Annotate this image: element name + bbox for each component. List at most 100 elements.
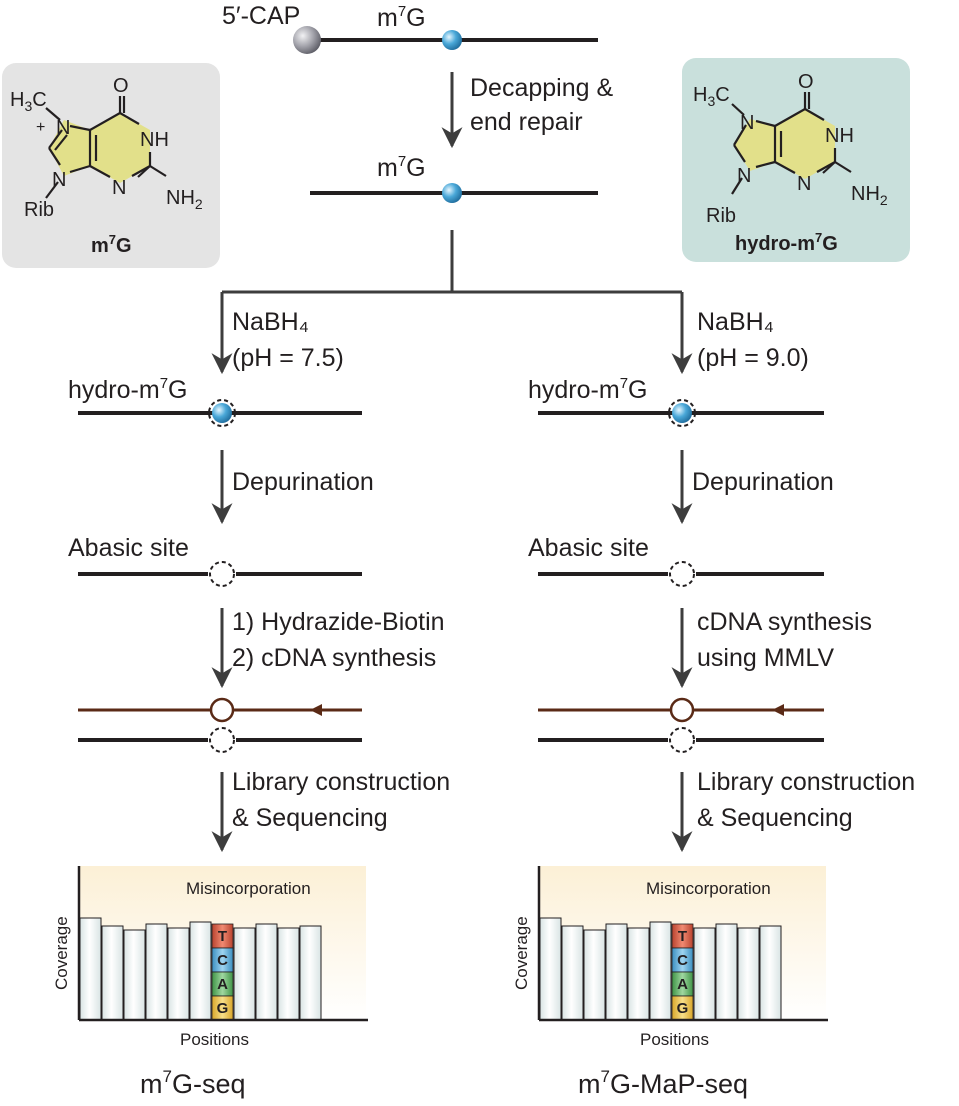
right-abasic-label: Abasic site xyxy=(528,534,649,562)
coverage-bar xyxy=(79,917,102,1021)
right-hydro-bead xyxy=(672,403,692,423)
left-reagent: NaBH₄ xyxy=(232,308,309,336)
hydro-pyrimidine-fill xyxy=(775,109,835,179)
m7g-n7: N xyxy=(56,117,70,139)
nucleotide-letter: T xyxy=(678,928,687,945)
hydro-m7g-structure-panel: O NH N NH2 N N H3C Rib hydro-m7G xyxy=(682,58,910,262)
right-x-label: Positions xyxy=(640,1030,709,1049)
right-template-abasic xyxy=(669,727,695,753)
m7g-bead-top xyxy=(442,30,462,50)
coverage-bar xyxy=(145,923,168,1021)
right-hydro-ring xyxy=(668,399,696,427)
m7g-structure-name: m7G xyxy=(91,232,132,257)
capped-rna: 5′-CAP m7G xyxy=(222,2,598,54)
left-method-name: m7G-seq xyxy=(140,1067,246,1099)
m7g-ribose: Rib xyxy=(24,199,54,221)
coverage-bar xyxy=(759,925,782,1021)
m7g-label-mid: m7G xyxy=(377,153,426,182)
nucleotide-letter: A xyxy=(677,976,688,993)
left-depurination: Depurination xyxy=(232,468,374,496)
left-step-d1: Library construction xyxy=(232,768,450,796)
decapping-line2: end repair xyxy=(470,108,583,136)
right-cdna-gap xyxy=(669,697,695,723)
decapped-rna: m7G xyxy=(310,153,598,203)
cap-bead xyxy=(293,26,321,54)
coverage-bar xyxy=(561,925,584,1021)
decapping-line1: Decapping & xyxy=(470,74,613,102)
coverage-bar xyxy=(299,925,322,1021)
right-branch: NaBH₄ (pH = 9.0) hydro-m7G Depurination … xyxy=(528,308,915,853)
m7g-n1h: NH xyxy=(140,129,169,151)
hydro-imidazole-fill xyxy=(734,119,775,171)
m7g-methyl: H3C xyxy=(10,89,47,114)
hydro-n7: N xyxy=(740,112,754,134)
coverage-bar xyxy=(649,921,672,1021)
left-hydro-ring xyxy=(208,399,236,427)
left-hydro-bead xyxy=(212,403,232,423)
right-method-name: m7G-MaP-seq xyxy=(578,1067,748,1099)
right-cdna-arrowhead xyxy=(772,704,784,716)
coverage-bar xyxy=(167,927,190,1021)
coverage-bar xyxy=(255,923,278,1021)
left-plot-bars xyxy=(79,917,322,1021)
right-step-c1: cDNA synthesis xyxy=(697,608,872,636)
coverage-bar xyxy=(123,929,146,1021)
m7g-pyrimidine-fill xyxy=(90,113,150,183)
branch-connector xyxy=(211,230,693,375)
hydro-n9: N xyxy=(737,165,751,187)
left-step-c1: 1) Hydrazide-Biotin xyxy=(232,608,445,636)
right-step-c2: using MMLV xyxy=(697,644,834,672)
left-abasic-label: Abasic site xyxy=(68,534,189,562)
m7g-label-top: m7G xyxy=(377,3,426,32)
left-abasic-site xyxy=(209,561,235,587)
nucleotide-letter: G xyxy=(217,1000,229,1017)
m7g-charge: + xyxy=(36,119,45,136)
hydro-oxygen: O xyxy=(798,71,814,93)
left-ph: (pH = 7.5) xyxy=(232,344,344,372)
hydro-ribose: Rib xyxy=(706,205,736,227)
nucleotide-letter: T xyxy=(218,928,227,945)
left-cdna-arrowhead xyxy=(310,704,322,716)
coverage-bar xyxy=(277,927,300,1021)
left-plot-top-label: Misincorporation xyxy=(186,879,311,898)
left-x-label: Positions xyxy=(180,1030,249,1049)
right-ph: (pH = 9.0) xyxy=(697,344,809,372)
right-abasic-site xyxy=(669,561,695,587)
left-step-d2: & Sequencing xyxy=(232,804,388,832)
coverage-bar xyxy=(627,927,650,1021)
hydro-n1h: NH xyxy=(825,125,854,147)
nucleotide-letter: A xyxy=(217,976,228,993)
right-plot-bars xyxy=(539,917,782,1021)
m7g-structure-panel: O NH N NH2 N + N H3C Rib m7G xyxy=(2,63,220,268)
cap-label: 5′-CAP xyxy=(222,2,300,30)
m7g-n9: N xyxy=(52,169,66,191)
right-step-d1: Library construction xyxy=(697,768,915,796)
m7g-bead-mid xyxy=(442,183,462,203)
hydro-n3: N xyxy=(797,173,811,195)
coverage-bar xyxy=(737,927,760,1021)
coverage-bar xyxy=(539,917,562,1021)
left-hydro-label: hydro-m7G xyxy=(68,375,187,404)
coverage-bar xyxy=(583,929,606,1021)
coverage-bar xyxy=(605,923,628,1021)
right-plot-top-label: Misincorporation xyxy=(646,879,771,898)
m7g-n3: N xyxy=(112,177,126,199)
hydro-structure-name: hydro-m7G xyxy=(735,230,838,255)
hydro-nh2: NH2 xyxy=(851,183,888,208)
right-reagent: NaBH₄ xyxy=(697,308,774,336)
left-step-c2: 2) cDNA synthesis xyxy=(232,644,436,672)
coverage-bar xyxy=(101,925,124,1021)
left-template-abasic xyxy=(209,727,235,753)
nucleotide-letter: C xyxy=(217,952,228,969)
nucleotide-letter: C xyxy=(677,952,688,969)
m7g-nh2: NH2 xyxy=(166,187,203,212)
coverage-bar xyxy=(233,927,256,1021)
left-branch: NaBH₄ (pH = 7.5) hydro-m7G Depurination … xyxy=(68,308,450,853)
right-depurination: Depurination xyxy=(692,468,834,496)
left-y-label: Coverage xyxy=(52,916,71,990)
